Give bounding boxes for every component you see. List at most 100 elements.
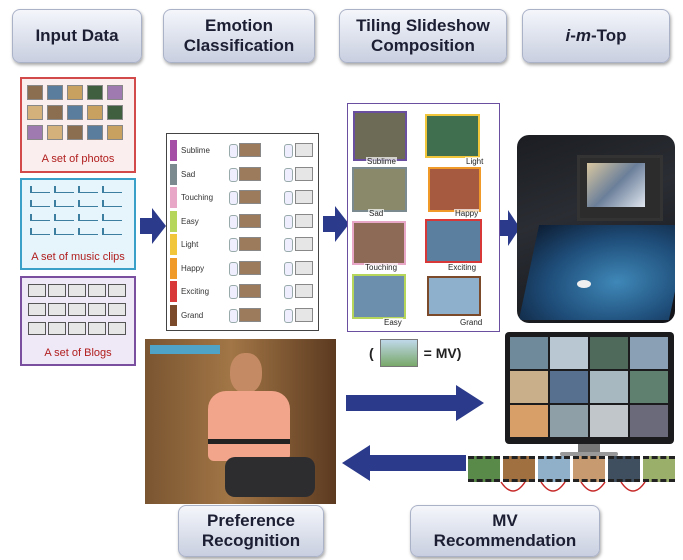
imtop-suffix: -Top <box>590 26 627 45</box>
music-clip-item <box>78 200 98 207</box>
filmstrip-links <box>500 481 646 492</box>
blog-item <box>88 322 106 335</box>
header-imtop: i-m-Top <box>522 9 670 63</box>
music-clip-item <box>78 186 98 193</box>
emotion-photo <box>239 237 261 251</box>
person-legs <box>225 457 315 497</box>
imtop-hand <box>577 280 591 288</box>
legend-open-paren: ( <box>369 345 374 361</box>
music-note-icon <box>284 144 293 158</box>
mv-thumbnail <box>510 405 548 437</box>
blog-item <box>48 322 66 335</box>
slideshow-tile <box>428 167 481 212</box>
photo-thumbnail <box>67 105 83 120</box>
music-clip-item <box>78 214 98 221</box>
header-emotion-classification-label: Emotion Classification <box>183 16 295 55</box>
music-clip-item <box>30 214 50 221</box>
mv-grid <box>510 337 669 437</box>
music-panel: A set of music clips <box>20 178 136 270</box>
photo-thumbnail <box>27 105 43 120</box>
slideshow-label: Sublime <box>366 157 397 166</box>
photo-thumbnail <box>47 125 63 140</box>
music-grid <box>30 186 128 244</box>
music-clip-item <box>30 200 50 207</box>
emotion-blog <box>295 166 313 181</box>
music-note-icon <box>284 308 293 323</box>
blogs-panel: A set of Blogs <box>20 276 136 366</box>
arrow-mv-to-preference <box>342 445 466 481</box>
music-note-icon <box>284 261 293 276</box>
music-note-icon <box>229 214 238 229</box>
header-tiling-slideshow-label: Tiling Slideshow Composition <box>356 16 490 55</box>
emotion-color-bar <box>170 257 177 279</box>
emotion-color-bar <box>170 281 177 302</box>
music-clip-item <box>78 228 98 235</box>
music-note-icon <box>284 214 293 229</box>
mv-thumbnail <box>630 337 668 369</box>
emotion-blog <box>295 307 313 322</box>
blog-item <box>108 303 126 316</box>
blog-item <box>48 303 66 316</box>
blog-item <box>88 303 106 316</box>
blogs-caption: A set of Blogs <box>44 347 112 359</box>
mv-thumbnail <box>590 371 628 403</box>
film-frame <box>608 456 640 482</box>
photo-thumbnail <box>27 125 43 140</box>
emotion-color-bar <box>170 210 177 232</box>
header-input-data-label: Input Data <box>35 26 119 45</box>
emotion-color-bar <box>170 304 177 326</box>
slideshow-tile <box>353 111 407 161</box>
photo-thumbnail <box>87 85 103 100</box>
photo-thumbnail <box>107 125 123 140</box>
emotion-blog <box>295 190 313 204</box>
photo-thumbnail <box>107 105 123 120</box>
emotion-blog <box>295 237 313 251</box>
photo-thumbnail <box>47 85 63 100</box>
music-note-icon <box>229 308 238 323</box>
emotion-blog <box>295 260 313 275</box>
emotion-label: Touching <box>181 193 214 202</box>
film-frame <box>503 456 535 482</box>
person-head <box>230 353 262 393</box>
blog-item <box>68 284 86 297</box>
blog-item <box>108 284 126 297</box>
emotion-color-bar <box>170 187 177 208</box>
slideshow-tile <box>352 221 406 265</box>
emotion-photo <box>239 166 261 181</box>
emotion-blog <box>295 284 313 298</box>
arrow-emotion-to-slideshow <box>323 206 349 242</box>
mv-legend: ( = MV) <box>369 338 461 368</box>
emotion-photo <box>239 213 261 228</box>
mv-thumbnail <box>550 405 588 437</box>
film-frame <box>538 456 570 482</box>
music-clip-item <box>30 186 50 193</box>
music-note-icon <box>284 167 293 182</box>
chest-strap <box>208 439 290 444</box>
header-emotion-classification: Emotion Classification <box>163 9 315 63</box>
music-note-icon <box>284 285 293 299</box>
photo-thumbnail <box>47 105 63 120</box>
emotion-label: Grand <box>181 310 204 320</box>
legend-mv-icon <box>379 339 418 367</box>
emotion-blog <box>295 213 313 228</box>
slideshow-label: Happy <box>454 209 480 218</box>
photo-grid <box>27 85 129 145</box>
imtop-i: i <box>565 26 571 45</box>
emotion-photo <box>239 284 261 298</box>
header-tiling-slideshow: Tiling Slideshow Composition <box>339 9 507 63</box>
mv-thumbnail <box>510 371 548 403</box>
emotion-label: Sad <box>181 169 196 179</box>
music-note-icon <box>229 144 238 158</box>
blog-item <box>28 322 46 335</box>
monitor-base <box>560 452 618 456</box>
photo-thumbnail <box>67 85 83 100</box>
music-caption: A set of music clips <box>31 251 125 263</box>
emotion-label: Light <box>181 240 199 249</box>
filmstrip <box>468 454 675 494</box>
slideshow-tile <box>352 274 406 319</box>
header-mv-recommendation: MV Recommendation <box>410 505 600 557</box>
mv-thumbnail <box>510 337 548 369</box>
header-input-data: Input Data <box>12 9 142 63</box>
mv-thumbnail <box>630 405 668 437</box>
slideshow-tile <box>427 276 481 316</box>
